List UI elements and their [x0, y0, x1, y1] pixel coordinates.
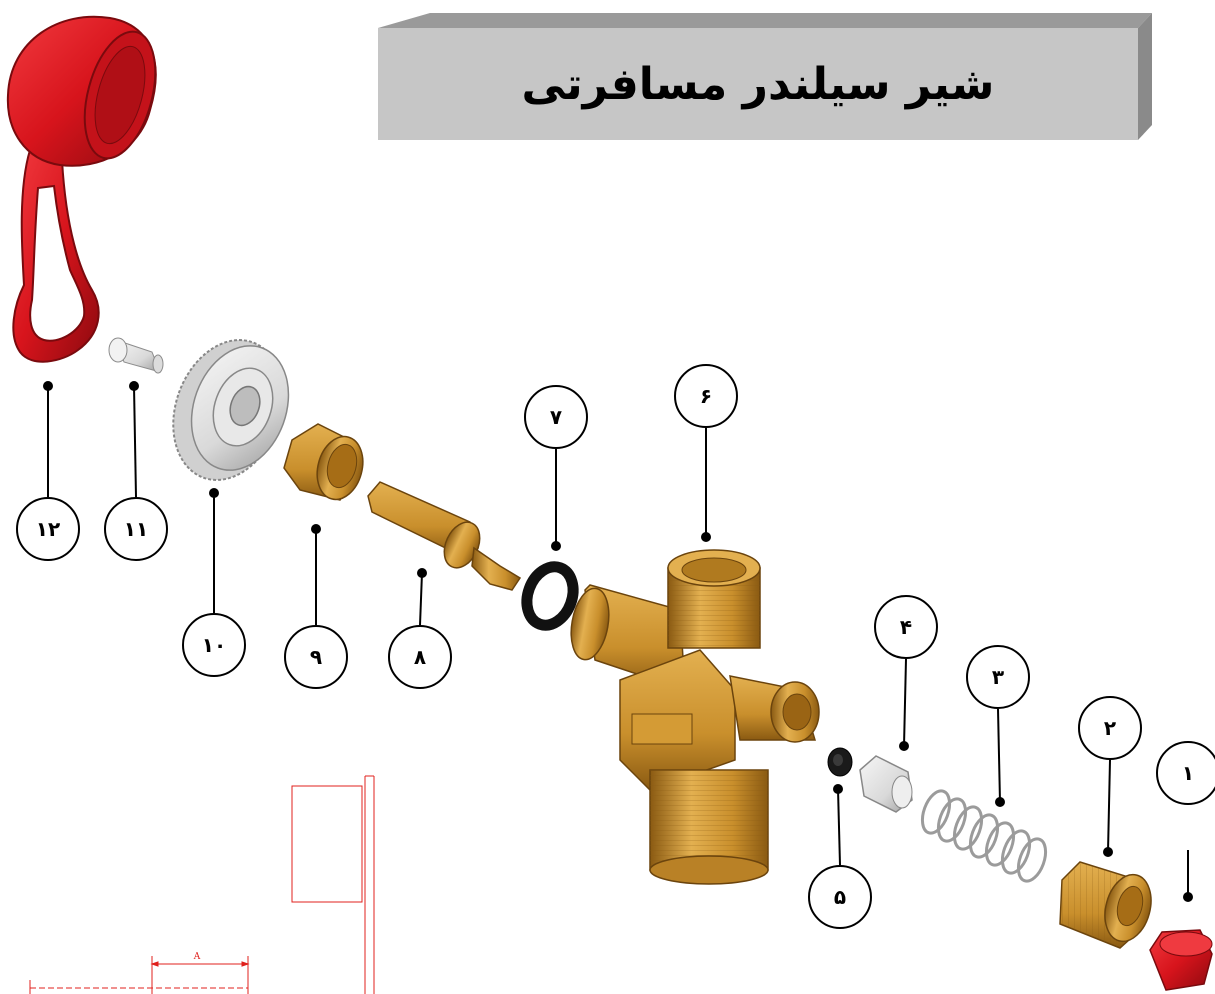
spring-icon — [920, 789, 1048, 883]
callout-7: ۷ — [524, 385, 588, 551]
callout-bubble — [388, 625, 452, 689]
threaded-bushing-icon — [1059, 861, 1152, 949]
small-seal-icon — [827, 747, 853, 777]
callout-9: ۹ — [284, 524, 348, 689]
callout-11: ۱۱ — [104, 381, 168, 561]
callout-number: ۷ — [550, 405, 562, 429]
callout-bubble — [808, 865, 872, 929]
page-title: شیر سیلندر مسافرتی — [522, 59, 995, 110]
title-banner: شیر سیلندر مسافرتی — [378, 13, 1152, 140]
leader-dot — [833, 784, 843, 794]
leader-dot — [311, 524, 321, 534]
callout-2: ۲ — [1078, 696, 1142, 857]
callout-number: ۴ — [900, 615, 912, 639]
callout-number: ۱۲ — [36, 517, 60, 541]
gland-nut-icon — [283, 423, 364, 501]
leader-dot — [995, 797, 1005, 807]
valve-stem-icon — [367, 481, 522, 591]
leader-dot — [701, 532, 711, 542]
o-ring-icon — [521, 561, 579, 631]
screw-icon — [108, 337, 164, 374]
leader-dot — [43, 381, 53, 391]
callout-bubble — [182, 613, 246, 677]
callout-6: ۶ — [674, 364, 738, 542]
leader-line — [837, 788, 841, 866]
valve-seat-icon — [859, 755, 913, 813]
handwheel-icon — [172, 339, 290, 481]
callout-4: ۴ — [874, 595, 938, 751]
leader-dot — [417, 568, 427, 578]
dimension-label: A — [193, 952, 201, 962]
callout-number: ۱۰ — [202, 633, 226, 657]
leader-dot — [551, 541, 561, 551]
callout-number: ۹ — [310, 645, 322, 669]
callout-bubble — [1078, 696, 1142, 760]
callout-bubble — [104, 497, 168, 561]
callout-12: ۱۲ — [16, 381, 80, 561]
callout-bubble — [966, 645, 1030, 709]
dust-cap-strap-icon — [6, 15, 157, 363]
callout-bubble — [674, 364, 738, 428]
leader-dot — [899, 741, 909, 751]
callout-8: ۸ — [388, 568, 452, 689]
callout-5: ۵ — [808, 784, 872, 929]
callout-bubble — [874, 595, 938, 659]
cad-drawing-fragment — [29, 775, 375, 994]
callout-number: ۳ — [992, 665, 1004, 689]
callout-1: ۱ — [1156, 741, 1215, 902]
valve-body-icon — [570, 549, 820, 885]
leader-line — [903, 658, 907, 747]
callout-3: ۳ — [966, 645, 1030, 807]
leader-dot — [129, 381, 139, 391]
callout-number: ۶ — [700, 384, 712, 408]
callout-bubble — [1156, 741, 1215, 805]
callout-number: ۸ — [414, 645, 426, 669]
leader-dot — [1103, 847, 1113, 857]
leader-dot — [1183, 892, 1193, 902]
callout-bubble — [524, 385, 588, 449]
leader-line — [419, 572, 423, 626]
leader-line — [133, 385, 137, 498]
callout-bubble — [284, 625, 348, 689]
callout-number: ۱ — [1182, 761, 1194, 785]
cap-red-icon — [1149, 929, 1213, 991]
callout-bubble — [16, 497, 80, 561]
leader-dot — [209, 488, 219, 498]
callout-number: ۱۱ — [124, 517, 148, 541]
callout-number: ۲ — [1104, 716, 1116, 740]
callout-number: ۵ — [834, 885, 846, 909]
leader-line — [997, 708, 1001, 803]
callout-10: ۱۰ — [182, 488, 246, 677]
leader-line — [1107, 759, 1111, 853]
